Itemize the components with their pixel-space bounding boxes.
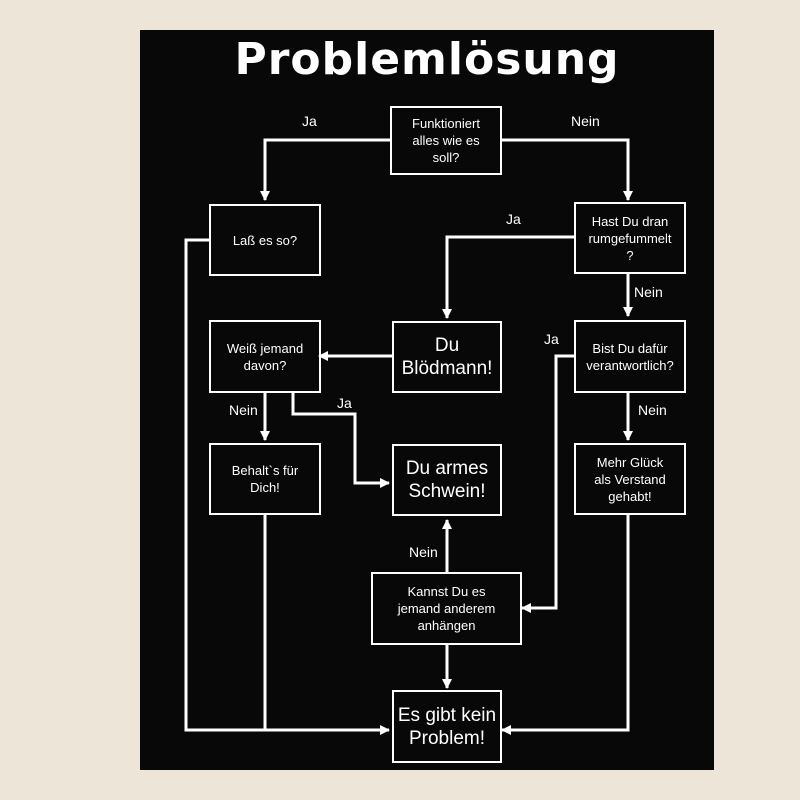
node-weiss-jemand: Weiß jemand davon? [209,320,321,393]
node-funktioniert: Funktioniert alles wie es soll? [390,106,502,175]
label-bist-du-ja: Ja [544,331,559,347]
edge-weiss-ja [291,393,390,488]
edge-funktioniert-ja [260,138,390,201]
node-kannst-du-anhaengen: Kannst Du es jemand anderem anhängen [371,572,522,645]
node-du-armes-schwein: Du armes Schwein! [392,444,502,516]
edge-funktioniert-nein [502,138,633,201]
edge-bist-du-ja [521,354,574,613]
poster-background [140,30,714,770]
label-funktioniert-ja: Ja [302,113,317,129]
node-du-bloedmann: Du Blödmann! [392,321,502,393]
node-behalts-fuer-dich: Behalt`s für Dich! [209,443,321,515]
node-kein-problem: Es gibt kein Problem! [392,690,502,763]
edge-hast-du-ja [442,235,574,319]
diagram-title: Problemlösung [234,34,620,85]
label-bist-du-nein: Nein [638,402,667,418]
label-kannst-nein: Nein [409,544,438,560]
label-weiss-nein: Nein [229,402,258,418]
label-weiss-ja: Ja [337,395,352,411]
edge-mehr-glueck-kein-problem [501,515,630,735]
node-lass-es-so: Laß es so? [209,204,321,276]
node-bist-du-verantwortlich: Bist Du dafür verantwortlich? [574,320,686,393]
node-mehr-glueck: Mehr Glück als Verstand gehabt! [574,443,686,515]
edge-lass-es-so-kein-problem [184,238,390,735]
label-funktioniert-nein: Nein [571,113,600,129]
label-hast-du-ja: Ja [506,211,521,227]
node-hast-du-dran: Hast Du dran rumgefummelt ? [574,202,686,274]
label-hast-du-nein: Nein [634,284,663,300]
